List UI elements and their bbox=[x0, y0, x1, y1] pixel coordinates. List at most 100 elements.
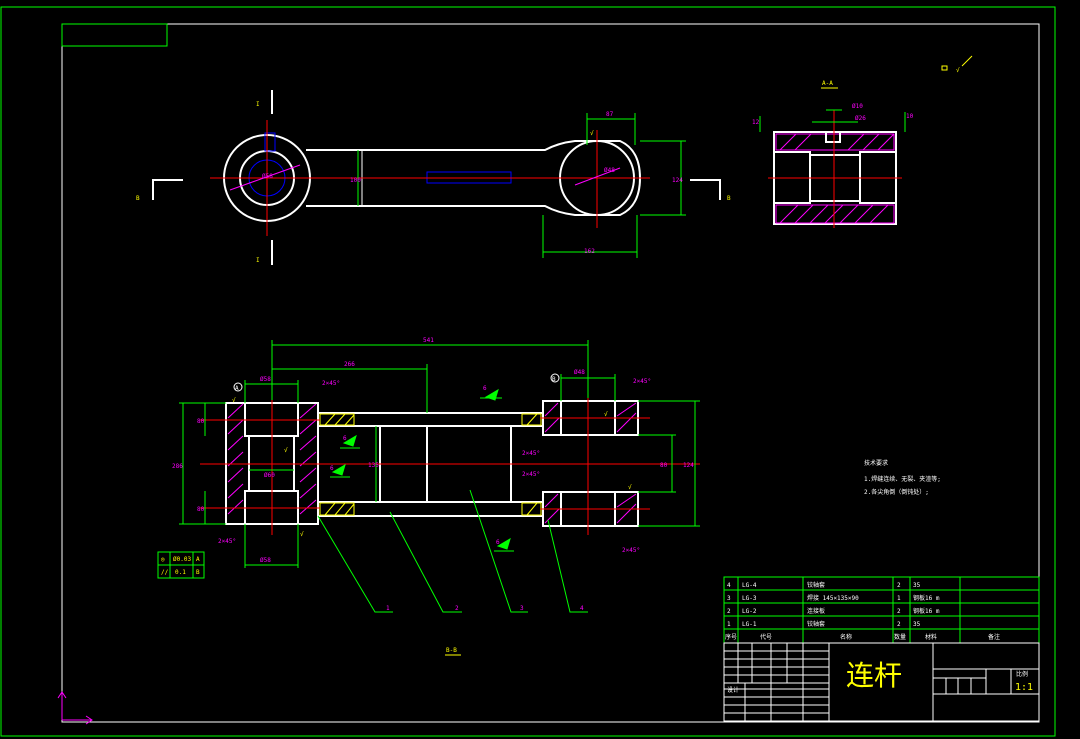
tol-row2-sym: // bbox=[161, 569, 169, 576]
tol-row1-ref: A bbox=[196, 556, 200, 563]
section-bb-view: 541 266 Ø58 Ø48 Ø58 286 80 80 135 124 80… bbox=[157, 337, 700, 656]
tech-req-title: 技术要求 bbox=[864, 459, 888, 467]
roughness-1: √ bbox=[232, 397, 236, 404]
part-row-code: LG-1 bbox=[742, 621, 757, 628]
weld-note-5: 2×45° bbox=[218, 538, 236, 545]
left-boss-hatch bbox=[227, 403, 317, 515]
datum-b-circle bbox=[550, 373, 560, 383]
scale-label: 比例 bbox=[1016, 670, 1028, 678]
part-row-qty: 2 bbox=[897, 582, 901, 589]
parts-list-rows: 4 LG-4 铰轴套 2 35 3 LG-3 焊接 145×135×90 1 钢… bbox=[725, 581, 1000, 641]
section-bb-dims bbox=[179, 340, 700, 568]
balloon-3: 3 bbox=[520, 605, 524, 612]
aa-dim-d4: 10 bbox=[906, 113, 914, 120]
part-row-qty: 2 bbox=[897, 621, 901, 628]
weld-size-1: 6 bbox=[483, 385, 487, 392]
aa-dim-d2: Ø26 bbox=[855, 115, 866, 122]
dim-left-height: 286 bbox=[172, 463, 183, 470]
part-row-no: 2 bbox=[727, 608, 731, 615]
top-view-dims bbox=[357, 113, 686, 258]
outer-border bbox=[0, 6, 1056, 737]
dim-266: 266 bbox=[344, 361, 355, 368]
part-row-code: LG-2 bbox=[742, 608, 757, 615]
aa-dim-d1: Ø10 bbox=[852, 103, 863, 110]
roughness-box bbox=[941, 65, 948, 71]
part-row-material: 35 bbox=[913, 582, 921, 589]
corner-box bbox=[61, 23, 168, 47]
part-row-no: 3 bbox=[727, 595, 731, 602]
parts-header-name: 名称 bbox=[840, 633, 852, 641]
section-aa-view: A-A Ø10 Ø26 12 bbox=[752, 80, 914, 228]
part-row-qty: 2 bbox=[897, 608, 901, 615]
dim-right-height: 124 bbox=[683, 462, 694, 469]
datum-a: A bbox=[235, 385, 239, 392]
parts-header-code: 代号 bbox=[760, 633, 772, 641]
dim-bore-left-bottom: Ø58 bbox=[260, 557, 271, 564]
aa-dim-d3: 12 bbox=[752, 119, 760, 126]
dim-162: 162 bbox=[584, 248, 595, 255]
tech-req-item-1: 1.焊缝连续、无裂、夹渣等; bbox=[864, 475, 941, 483]
roughness-symbol-corner: √ bbox=[956, 67, 960, 74]
part-name: 连杆 bbox=[846, 659, 902, 692]
dim-541: 541 bbox=[423, 337, 434, 344]
balloon-2: 2 bbox=[455, 605, 459, 612]
section-mark-bottom: I bbox=[256, 257, 260, 264]
weld-note-4: 2×45° bbox=[522, 471, 540, 478]
dim-left-bottom: 80 bbox=[197, 506, 205, 513]
dim-left-dia: Ø58 bbox=[262, 173, 273, 180]
weld-size-4: 6 bbox=[496, 539, 500, 546]
weld-note-3: 2×45° bbox=[522, 450, 540, 457]
part-row-name: 铰轴套 bbox=[807, 620, 825, 628]
tol-row2-val: 0.1 bbox=[175, 569, 186, 576]
dim-124: 124 bbox=[672, 177, 683, 184]
part-row-no: 4 bbox=[727, 582, 731, 589]
roughness-symbol-top: √ bbox=[590, 130, 594, 137]
section-aa-title: A-A bbox=[822, 80, 833, 87]
left-bore-hidden bbox=[264, 132, 276, 152]
dim-right-dia: Ø48 bbox=[604, 167, 615, 174]
right-dia-leader bbox=[574, 167, 621, 186]
roughness-5: √ bbox=[300, 531, 304, 538]
parts-header-no: 序号 bbox=[725, 633, 737, 641]
title-block bbox=[723, 642, 1040, 722]
weld-note-6: 2×45° bbox=[622, 547, 640, 554]
section-bb-title: B-B bbox=[446, 647, 457, 654]
section-aa-hatch-lines bbox=[779, 133, 895, 224]
weld-size-3: 6 bbox=[330, 465, 334, 472]
tolerance-frame bbox=[157, 551, 205, 579]
roughness-3: √ bbox=[604, 411, 608, 418]
inner-border bbox=[61, 23, 1040, 723]
section-cut-marks bbox=[152, 90, 721, 265]
tol-row2-ref: B bbox=[196, 569, 200, 576]
section-bb-centerlines bbox=[200, 395, 700, 535]
dim-87: 87 bbox=[606, 111, 614, 118]
part-row-no: 1 bbox=[727, 621, 731, 628]
scale-value: 1:1 bbox=[1015, 682, 1033, 693]
dim-135: 135 bbox=[368, 462, 379, 469]
section-mark-top: I bbox=[256, 101, 260, 108]
part-row-name: 焊接 145×135×90 bbox=[807, 594, 859, 602]
tol-row1-sym: ◎ bbox=[161, 556, 165, 563]
weld-symbols bbox=[330, 388, 514, 552]
part-row-qty: 1 bbox=[897, 595, 901, 602]
dim-bore-right: Ø48 bbox=[574, 369, 585, 376]
datum-b: B bbox=[552, 376, 556, 383]
weld-note-2: 2×45° bbox=[633, 378, 651, 385]
dim-inner-80: 80 bbox=[660, 462, 668, 469]
parts-header-material: 材料 bbox=[925, 633, 937, 641]
parts-header-note: 备注 bbox=[988, 633, 1000, 641]
weld-note-1: 2×45° bbox=[322, 380, 340, 387]
balloon-4: 4 bbox=[580, 605, 584, 612]
dim-100: 100 bbox=[350, 177, 361, 184]
ucs-icon bbox=[57, 691, 93, 725]
parts-header-qty: 数量 bbox=[894, 633, 906, 641]
top-view-centerlines bbox=[210, 120, 650, 236]
part-row-name: 连接板 bbox=[807, 607, 825, 615]
designer-label: 设计 bbox=[727, 686, 739, 694]
section-aa-hatch-top bbox=[775, 133, 895, 151]
part-row-material: 钢板16 m bbox=[913, 594, 940, 602]
right-boss-hatch bbox=[544, 402, 637, 524]
part-row-material: 钢板16 m bbox=[913, 607, 940, 615]
section-mark-right: B bbox=[727, 195, 731, 202]
